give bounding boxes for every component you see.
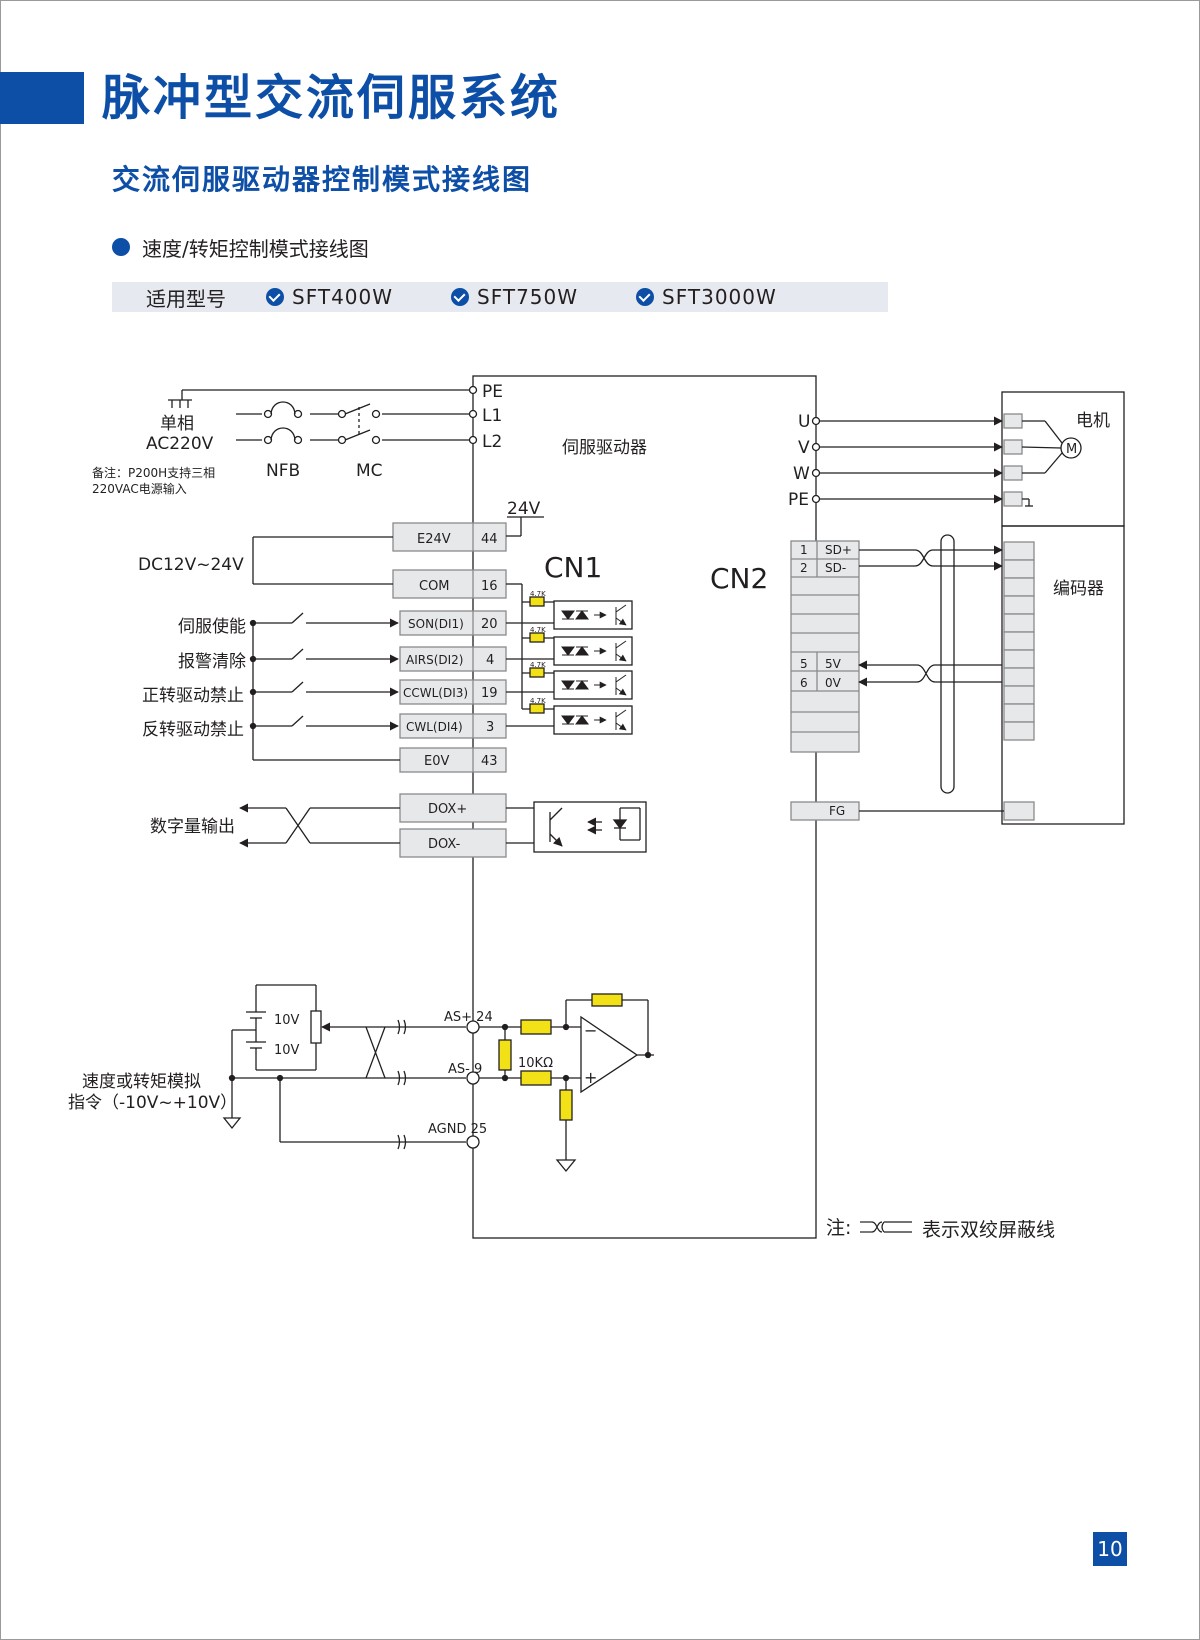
pin-dox-minus: DOX- xyxy=(428,837,461,852)
section-title: 速度/转矩控制模式接线图 xyxy=(142,236,369,261)
check-icon xyxy=(266,288,284,306)
mc-label: MC xyxy=(356,461,383,481)
cn2-pin-1: 1 xyxy=(800,543,808,557)
opamp-plus: + xyxy=(584,1068,597,1087)
motor-term-v: V xyxy=(798,438,810,458)
input-alarm-clear: 报警清除 xyxy=(178,652,246,672)
pin-agnd: AGND 25 xyxy=(428,1122,487,1137)
digital-output xyxy=(239,793,647,858)
cn1-pin-boxes xyxy=(392,522,507,773)
pin-e24v: E24V xyxy=(417,532,451,547)
model-item: SFT400W xyxy=(266,285,393,309)
encoder-wiring xyxy=(858,525,1125,825)
power-note-line1: 备注：P200H支持三相 xyxy=(92,465,215,480)
digital-output-label: 数字量输出 xyxy=(150,817,235,837)
cn2-pin-0v: 0V xyxy=(825,676,842,690)
pin-20: 20 xyxy=(481,617,498,632)
input-cw-limit: 反转驱动禁止 xyxy=(142,720,244,740)
model-bar: 适用型号 SFT400W SFT750W SFT3000W xyxy=(112,282,888,312)
page-title: 脉冲型交流伺服系统 xyxy=(102,70,562,126)
page-subtitle: 交流伺服驱动器控制模式接线图 xyxy=(112,163,533,196)
bullet-icon xyxy=(112,238,130,256)
analog-label-2: 指令（-10V~+10V） xyxy=(68,1093,237,1113)
cn2-pin-5: 5 xyxy=(800,657,808,671)
resistor-label: 4.7K xyxy=(530,661,546,669)
pin-4: 4 xyxy=(486,653,494,668)
pin-dox-plus: DOX+ xyxy=(428,802,467,817)
cn2-label: CN2 xyxy=(710,562,768,595)
model-item: SFT750W xyxy=(451,285,578,309)
input-servo-enable: 伺服使能 xyxy=(178,616,246,637)
power-phase-label: 单相 xyxy=(160,414,194,434)
resistor-10k: 10KΩ xyxy=(518,1056,553,1071)
analog-v1: 10V xyxy=(274,1013,300,1028)
cn2-connector xyxy=(790,540,860,821)
note-text: 表示双绞屏蔽线 xyxy=(922,1219,1055,1241)
terminal-l2: L2 xyxy=(482,432,502,452)
pin-airs: AIRS(DI2) xyxy=(406,653,463,667)
pin-44: 44 xyxy=(481,532,498,547)
cn2-pin-sdp: SD+ xyxy=(825,543,852,557)
title-accent-bar xyxy=(0,72,84,124)
pin-3: 3 xyxy=(486,720,494,735)
pin-cwl: CWL(DI4) xyxy=(406,720,463,734)
input-ccw-limit: 正转驱动禁止 xyxy=(142,686,244,706)
cn2-pin-5v: 5V xyxy=(825,657,842,671)
resistor-label: 4.7K xyxy=(530,697,546,705)
nfb-label: NFB xyxy=(266,461,300,481)
motor-term-w: W xyxy=(793,464,810,484)
power-input xyxy=(168,385,478,447)
pin-e0v: E0V xyxy=(424,754,449,769)
motor-term-pe: PE xyxy=(788,490,809,510)
note-prefix: 注: xyxy=(826,1217,851,1239)
power-voltage-label: AC220V xyxy=(146,434,214,454)
dc-supply-label: DC12V~24V xyxy=(138,555,244,575)
terminal-l1: L1 xyxy=(482,406,502,426)
motor-term-u: U xyxy=(798,412,810,432)
opamp-minus: − xyxy=(584,1021,597,1040)
pin-19: 19 xyxy=(481,686,498,701)
input-optocouplers xyxy=(506,583,633,735)
analog-label-1: 速度或转矩模拟 xyxy=(82,1072,201,1092)
page-number: 10 xyxy=(1093,1532,1127,1566)
input-switches xyxy=(249,612,400,761)
pin-ccwl: CCWL(DI3) xyxy=(403,686,468,700)
cn1-label: CN1 xyxy=(544,551,602,584)
section-heading: 速度/转矩控制模式接线图 xyxy=(112,232,369,262)
check-icon xyxy=(451,288,470,306)
resistor-label: 4.7K xyxy=(530,590,546,598)
analog-input xyxy=(222,984,654,1173)
model-label: 适用型号 xyxy=(146,286,226,311)
pin-com: COM xyxy=(419,579,450,594)
v24-label: 24V xyxy=(507,499,541,519)
motor-symbol: M xyxy=(1066,442,1077,457)
cn2-pin-2: 2 xyxy=(800,561,808,575)
power-note-line2: 220VAC电源输入 xyxy=(92,481,187,496)
pin-43: 43 xyxy=(481,754,498,769)
pin-as-plus: AS+ 24 xyxy=(444,1010,493,1025)
pin-son: SON(DI1) xyxy=(408,617,464,631)
driver-label: 伺服驱动器 xyxy=(562,438,647,458)
cn2-pin-fg: FG xyxy=(829,804,845,818)
twisted-pair-icon xyxy=(860,1221,912,1233)
analog-v2: 10V xyxy=(274,1043,300,1058)
model-item: SFT3000W xyxy=(636,285,777,309)
pin-16: 16 xyxy=(481,579,498,594)
cn2-pin-sdn: SD- xyxy=(825,561,846,575)
resistor-label: 4.7K xyxy=(530,626,546,634)
terminal-pe: PE xyxy=(482,382,503,402)
cn2-pin-6: 6 xyxy=(800,676,808,690)
encoder-label: 编码器 xyxy=(1053,579,1104,599)
motor-label: 电机 xyxy=(1076,411,1110,431)
pin-as-minus: AS- 9 xyxy=(448,1062,482,1077)
check-icon xyxy=(636,288,655,306)
